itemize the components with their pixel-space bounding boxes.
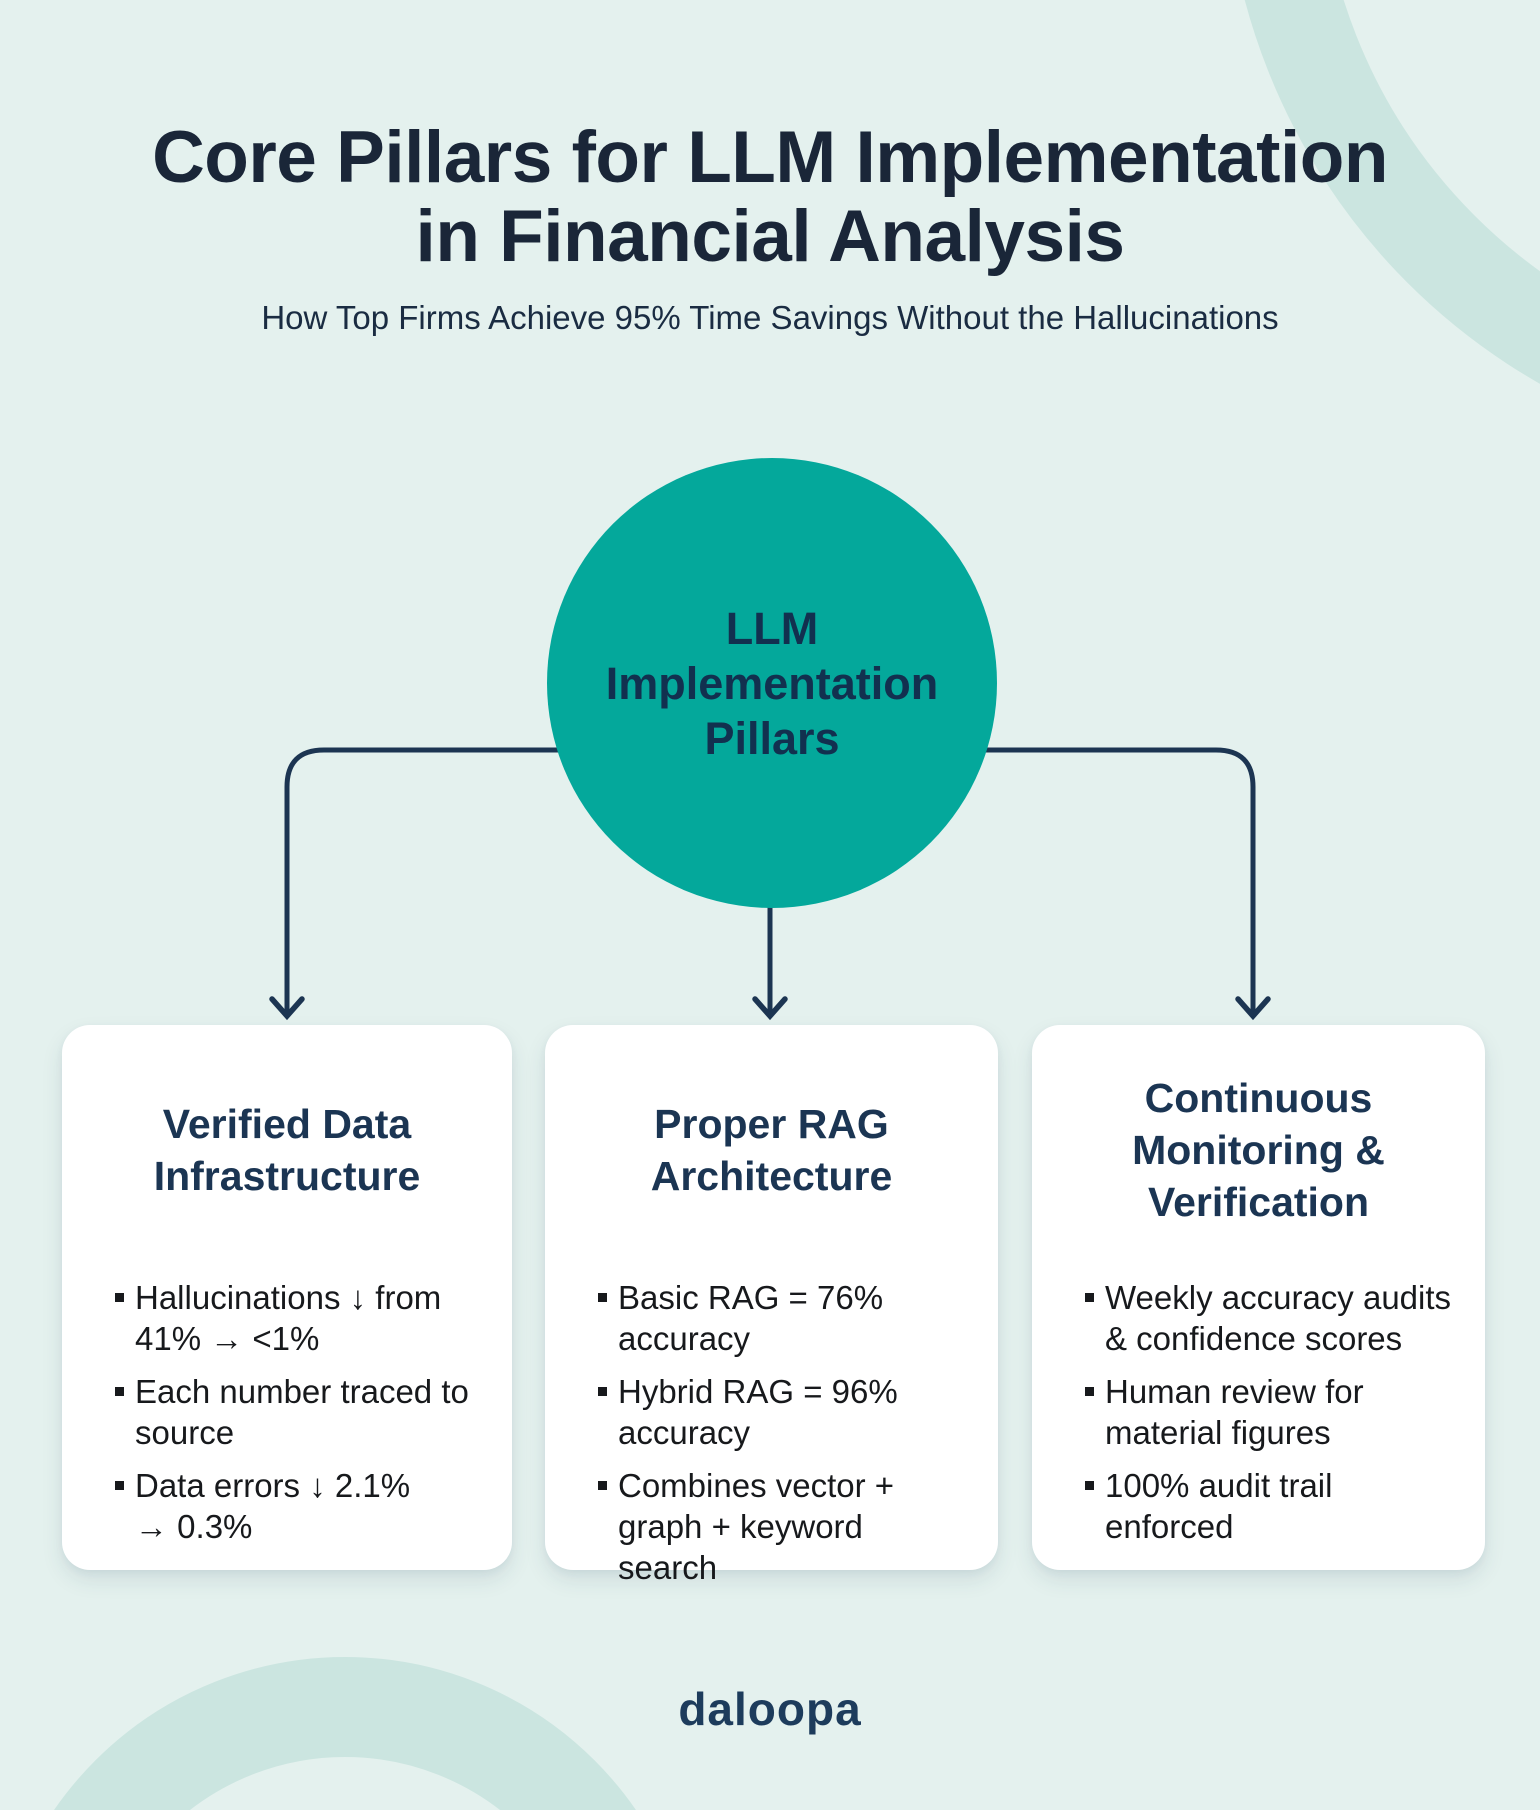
- page-title-line1: Core Pillars for LLM Implementation: [152, 117, 1388, 198]
- bullet-square-icon: [598, 1387, 607, 1396]
- arrowhead-down-left-icon: [269, 996, 305, 1021]
- card-title-line: Architecture: [650, 1153, 893, 1199]
- card-title-line: Monitoring &: [1132, 1127, 1385, 1173]
- bullet-square-icon: [1085, 1387, 1094, 1396]
- bullet-line: Data errors ↓ 2.1%: [135, 1467, 411, 1504]
- arrowhead-down-right-icon: [1235, 996, 1271, 1021]
- bullet-square-icon: [1085, 1293, 1094, 1302]
- bullet-line: material figures: [1105, 1414, 1331, 1451]
- list-item: Basic RAG = 76% accuracy: [598, 1277, 970, 1359]
- connector-left: [284, 747, 560, 1012]
- daloopa-logo: daloopa: [678, 1683, 862, 1735]
- bullet-line: Weekly accuracy audits: [1105, 1279, 1452, 1316]
- card-title-line: Infrastructure: [153, 1153, 421, 1199]
- bullet-square-icon: [1085, 1481, 1094, 1490]
- connector-right: [984, 747, 1256, 1012]
- bullet-line: Hybrid RAG = 96%: [618, 1373, 898, 1410]
- bullet-line: source: [135, 1414, 235, 1451]
- bullet-line: graph + keyword search: [618, 1508, 863, 1586]
- bullet-square-icon: [115, 1387, 124, 1396]
- center-node-line1: LLM: [725, 602, 819, 654]
- bullet-line: accuracy: [618, 1320, 751, 1357]
- bullet-line: → 0.3%: [135, 1508, 253, 1545]
- list-item: 100% audit trail enforced: [1085, 1465, 1457, 1547]
- bullet-line: accuracy: [618, 1414, 751, 1451]
- bullet-line: Each number traced to: [135, 1373, 469, 1410]
- bullet-list: Hallucinations ↓ from 41% → <1% Each num…: [62, 1277, 512, 1547]
- bullet-list: Weekly accuracy audits & confidence scor…: [1032, 1277, 1485, 1547]
- list-item: Data errors ↓ 2.1% → 0.3%: [115, 1465, 484, 1547]
- list-item: Each number traced to source: [115, 1371, 484, 1453]
- pillar-card-proper-rag: Proper RAG Architecture Basic RAG = 76% a…: [545, 1025, 998, 1586]
- card-title-line: Continuous: [1144, 1075, 1373, 1121]
- bullet-line: enforced: [1105, 1508, 1234, 1545]
- bullet-square-icon: [115, 1293, 124, 1302]
- bullet-square-icon: [115, 1481, 124, 1490]
- center-node-line2: Implementation: [605, 657, 939, 709]
- card-title-line: Verified Data: [162, 1101, 412, 1147]
- bullet-line: Basic RAG = 76%: [618, 1279, 884, 1316]
- bullet-square-icon: [598, 1293, 607, 1302]
- list-item: Human review for material figures: [1085, 1371, 1457, 1453]
- bullet-line: 100% audit trail: [1105, 1467, 1333, 1504]
- page-title-line2: in Financial Analysis: [415, 196, 1125, 277]
- bullet-line: 41% → <1%: [135, 1320, 320, 1357]
- list-item: Hallucinations ↓ from 41% → <1%: [115, 1277, 484, 1359]
- card-title-line: Verification: [1147, 1179, 1369, 1225]
- list-item: Hybrid RAG = 96% accuracy: [598, 1371, 970, 1453]
- bullet-line: Combines vector +: [618, 1467, 895, 1504]
- page-subtitle: How Top Firms Achieve 95% Time Savings W…: [261, 299, 1279, 336]
- center-node-line3: Pillars: [704, 712, 840, 764]
- bullet-line: & confidence scores: [1105, 1320, 1403, 1357]
- bullet-square-icon: [598, 1481, 607, 1490]
- bullet-line: Hallucinations ↓ from: [135, 1279, 442, 1316]
- bullet-line: Human review for: [1105, 1373, 1364, 1410]
- card-title: Proper RAG Architecture: [651, 1098, 893, 1202]
- list-item: Combines vector + graph + keyword search: [598, 1465, 970, 1588]
- bullet-list: Basic RAG = 76% accuracy Hybrid RAG = 96…: [545, 1277, 998, 1588]
- card-title-line: Proper RAG: [654, 1101, 889, 1147]
- card-title-area: Proper RAG Architecture: [545, 1025, 998, 1275]
- list-item: Weekly accuracy audits & confidence scor…: [1085, 1277, 1457, 1359]
- arrowhead-down-middle-icon: [752, 996, 788, 1021]
